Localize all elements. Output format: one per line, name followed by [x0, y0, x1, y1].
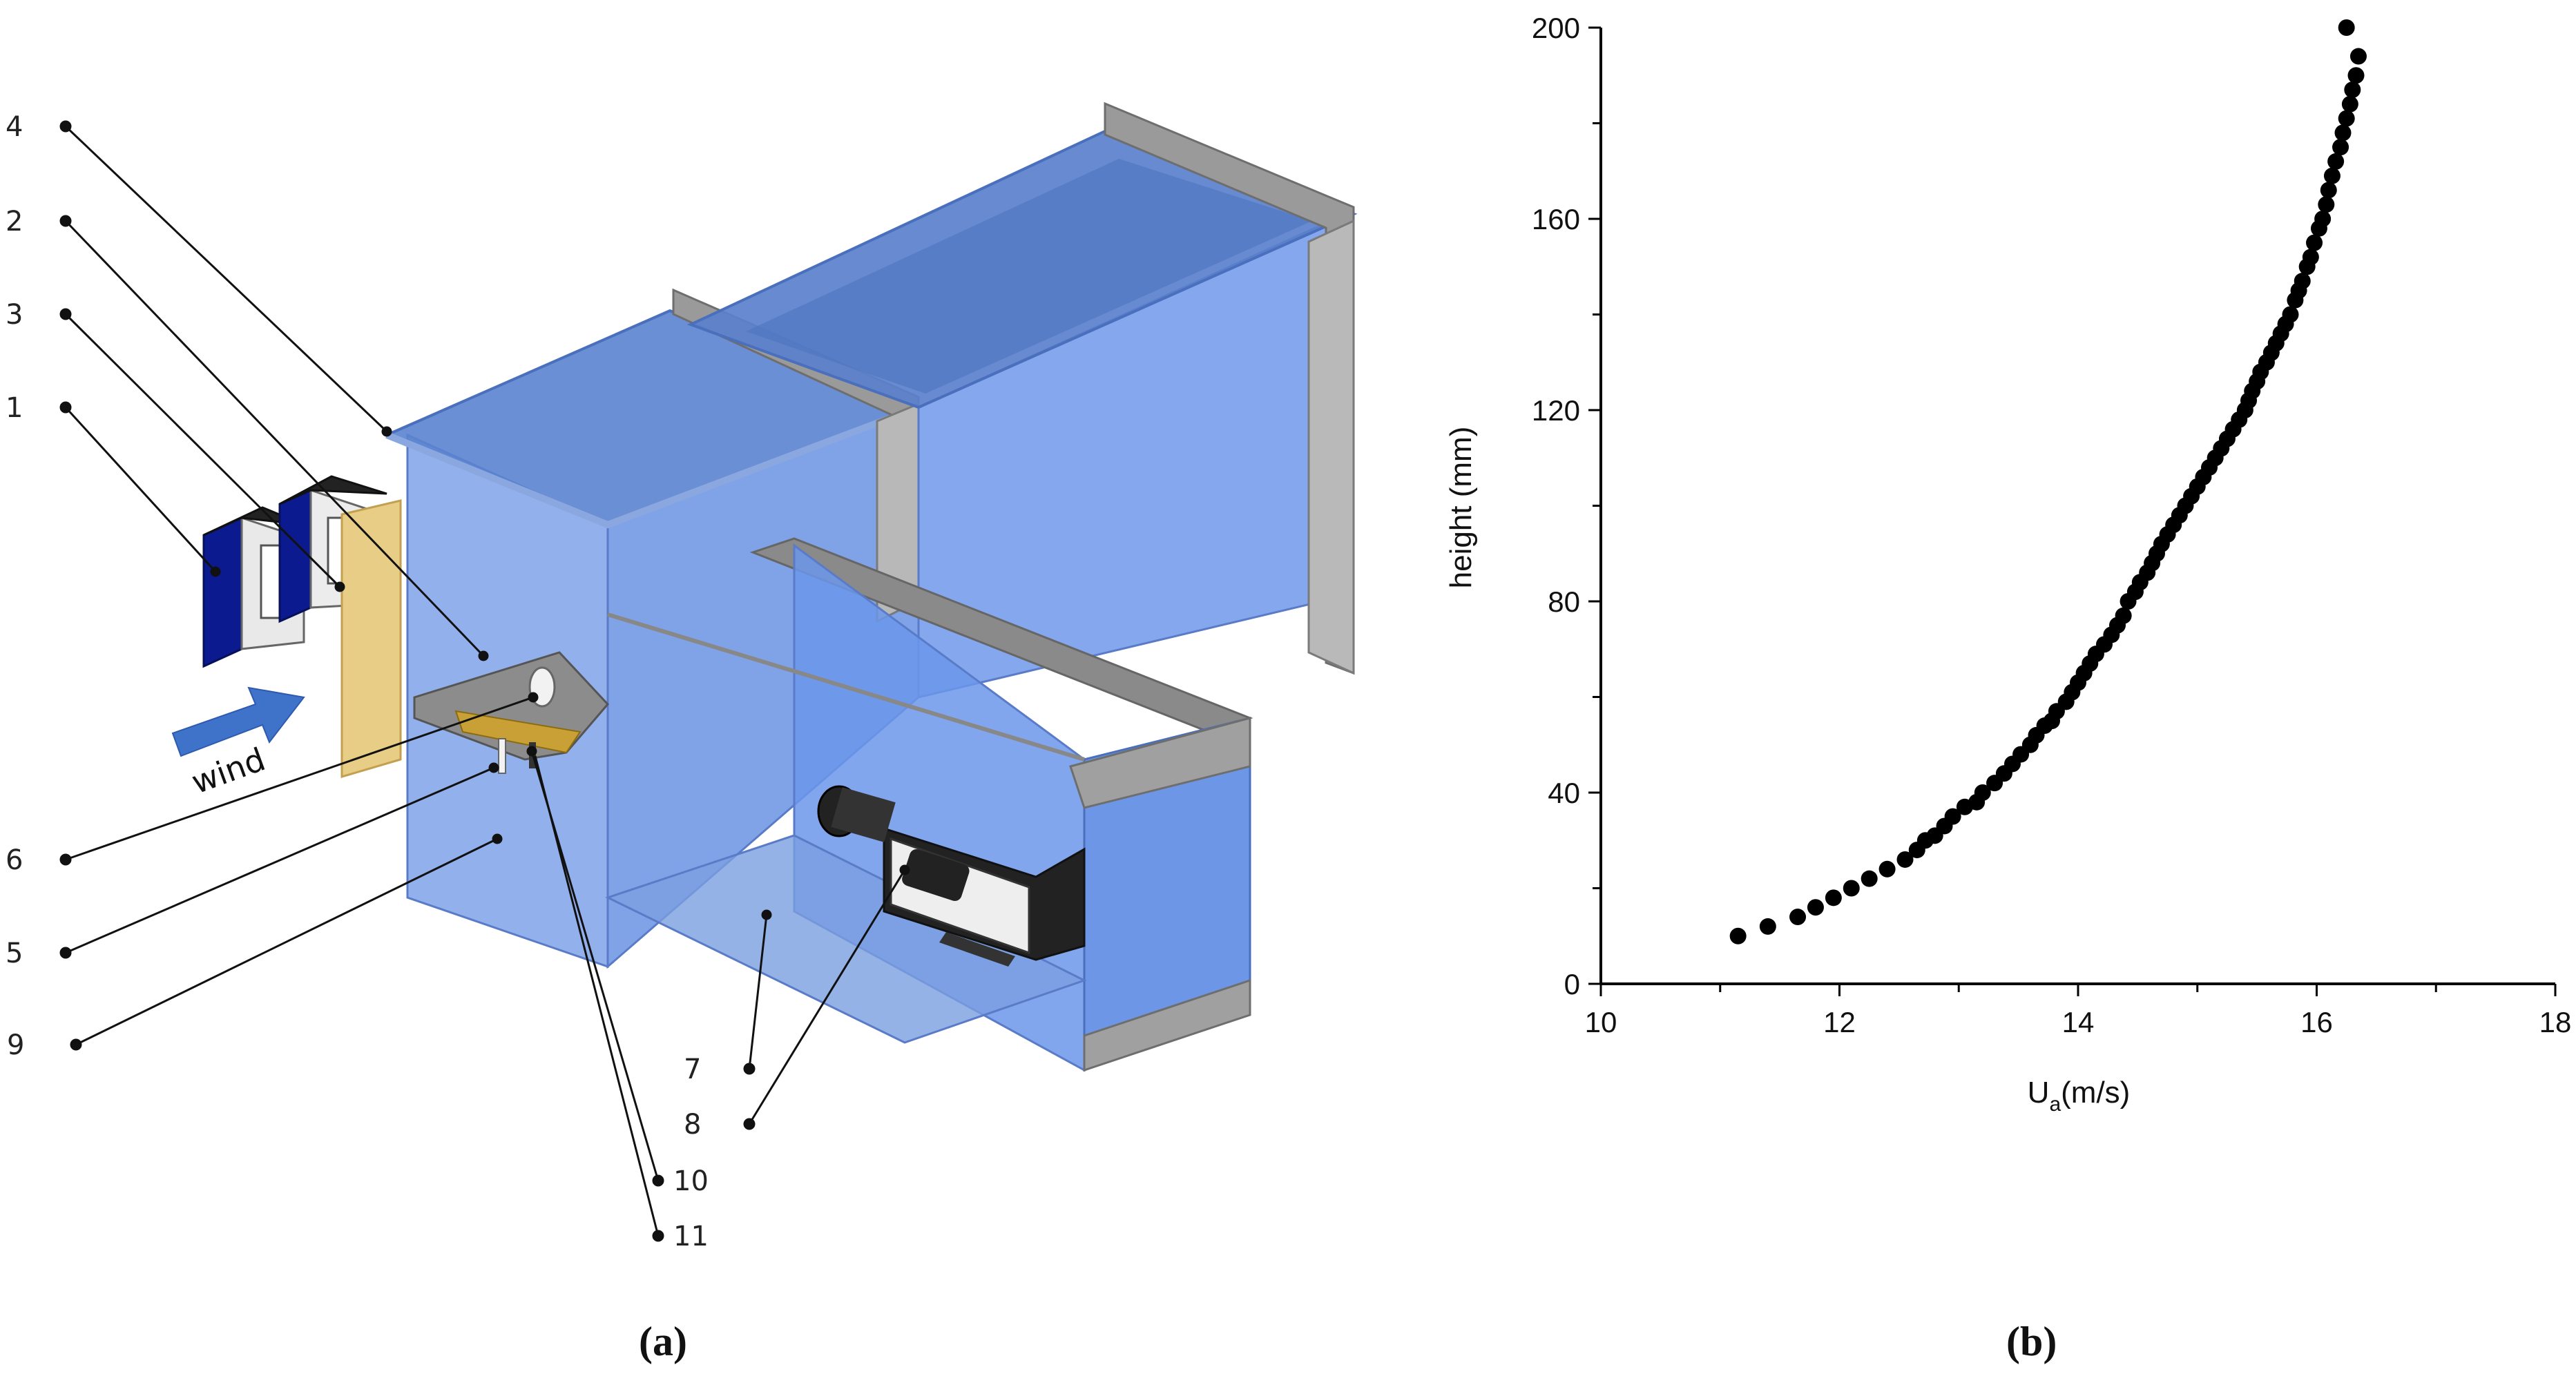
callout-3: 3 — [6, 299, 23, 331]
callout-leaders — [59, 120, 910, 1242]
callout-8: 8 — [684, 1109, 701, 1141]
x-tick-label: 10 — [1585, 1006, 1617, 1038]
data-point — [2282, 306, 2299, 323]
outlet-end-plate-strip — [1307, 219, 1355, 675]
data-point — [1878, 860, 1896, 878]
y-ticks: 0 40 80 120 160 200 — [1532, 12, 1601, 1000]
downstream-section-top-inner — [746, 159, 1312, 394]
x-axis-title-main: U — [2028, 1076, 2050, 1109]
data-point — [2338, 19, 2355, 36]
data-point — [1807, 899, 1824, 916]
callout-4: 4 — [6, 111, 23, 143]
data-point — [2349, 48, 2367, 65]
data-point — [1944, 808, 1961, 825]
screen-front — [278, 488, 312, 623]
data-point — [2314, 211, 2332, 227]
callout-10: 10 — [673, 1165, 709, 1197]
wind-arrow-icon — [171, 686, 305, 757]
velocity-profile-chart: 10 12 14 16 18 0 40 80 120 160 200 height (mm) Ua… — [1444, 12, 2571, 1364]
panel-a-caption: (a) — [639, 1319, 687, 1364]
callout-2: 2 — [6, 206, 23, 238]
data-point — [1825, 889, 1842, 907]
data-point — [1974, 784, 1991, 801]
data-points — [1729, 19, 2367, 944]
y-tick-label: 40 — [1548, 777, 1580, 809]
screen-top — [279, 475, 387, 505]
callout-6: 6 — [6, 844, 23, 876]
model-plate-base — [454, 710, 581, 754]
callout-7: 7 — [684, 1054, 701, 1085]
y-tick-label: 80 — [1548, 585, 1580, 618]
camera-enclosure-frame — [1069, 717, 1251, 809]
data-point — [1759, 918, 1776, 935]
data-point — [2341, 95, 2358, 113]
panel-b-caption: (b) — [2006, 1319, 2057, 1364]
camera-lens-barrel — [831, 787, 896, 842]
data-point — [1843, 880, 1860, 897]
y-tick-label: 120 — [1532, 394, 1580, 427]
data-point — [1861, 870, 1878, 887]
data-point — [1896, 851, 1914, 868]
x-tick-label: 18 — [2539, 1006, 2572, 1038]
data-point — [2115, 607, 2132, 624]
x-axis-title: Ua(m/s) — [2028, 1076, 2131, 1116]
y-tick-label: 0 — [1564, 968, 1580, 1000]
x-axis-title-unit: (m/s) — [2061, 1076, 2130, 1109]
camera-display — [902, 849, 970, 901]
data-point — [2344, 81, 2361, 99]
callout-11: 11 — [673, 1221, 709, 1252]
y-tick-label: 160 — [1532, 203, 1580, 235]
data-point — [1789, 909, 1807, 926]
camera-enclosure-floor — [605, 834, 1087, 1044]
data-point — [2338, 110, 2355, 127]
probe-rod — [498, 738, 506, 774]
data-point — [2332, 139, 2349, 156]
x-tick-label: 14 — [2062, 1006, 2095, 1038]
camera-mount — [939, 932, 1015, 967]
x-tick-label: 12 — [1823, 1006, 1856, 1038]
data-point — [2294, 273, 2311, 290]
data-point — [1729, 927, 1747, 944]
x-tick-label: 16 — [2300, 1006, 2333, 1038]
camera-enclosure-frame-bottom — [1083, 978, 1251, 1072]
mesh-panel — [340, 499, 402, 779]
y-tick-label: 200 — [1532, 12, 1580, 44]
data-point — [2334, 124, 2352, 142]
x-axis-title-subscript: a — [2049, 1093, 2061, 1116]
honeycomb-front — [202, 516, 243, 668]
data-point — [2323, 167, 2340, 184]
wind-tunnel-schematic: wind 4 2 3 1 6 5 9 7 8 10 11 (a) — [6, 101, 1358, 1364]
data-point — [2302, 249, 2319, 266]
y-axis-title: height (mm) — [1444, 427, 1478, 589]
x-ticks: 10 12 14 16 18 — [1585, 984, 2572, 1038]
data-point — [2306, 234, 2323, 251]
data-point — [2320, 182, 2337, 199]
data-point — [2318, 196, 2335, 213]
data-point — [2347, 67, 2365, 84]
test-section-top-frame — [385, 404, 920, 529]
callout-5: 5 — [6, 938, 23, 969]
data-point — [2327, 153, 2345, 170]
callout-9: 9 — [7, 1029, 24, 1061]
callout-1: 1 — [6, 392, 23, 424]
camera-enclosure-rail — [607, 612, 1085, 762]
